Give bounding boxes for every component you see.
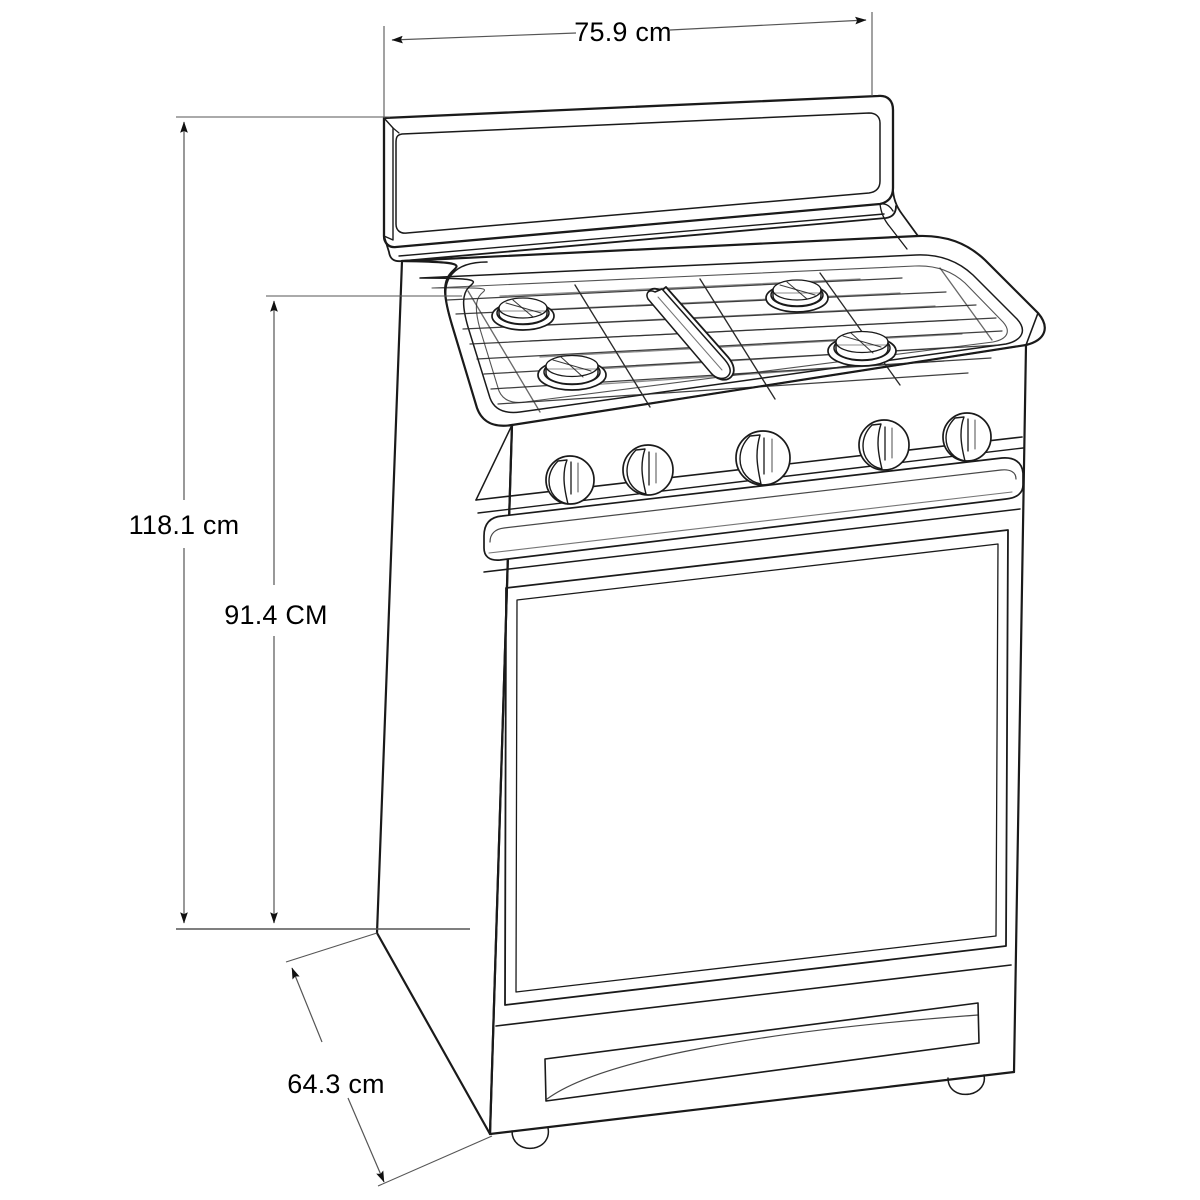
knob-3[interactable] [735, 430, 791, 486]
depth-dimension-label: 64.3 cm [287, 1069, 384, 1099]
oven-door[interactable] [483, 508, 1021, 1006]
width-dimension-line-left [391, 32, 577, 44]
burner-front-left [537, 354, 607, 391]
burner-front-right [827, 330, 897, 367]
burner-rear-right [765, 279, 829, 313]
overall-height-label: 118.1 cm [129, 510, 240, 540]
dimension-depth: 64.3 cm [285, 932, 493, 1187]
appliance-body [375, 94, 1046, 1150]
burner-grates [446, 277, 1003, 405]
depth-dimension-line-upper [291, 967, 323, 1043]
oven-door-handle[interactable] [483, 457, 1024, 561]
dimension-width: 75.9 cm [383, 12, 873, 118]
width-dimension-line-right [669, 16, 867, 31]
backsplash-panel [382, 94, 919, 263]
storage-drawer[interactable] [495, 964, 1012, 1102]
cabinet-body [375, 259, 1039, 1136]
depth-dimension-line-lower [347, 1097, 385, 1183]
knob-2[interactable] [622, 444, 674, 496]
depth-extension-lower [377, 1135, 493, 1187]
control-panel [475, 344, 1027, 514]
dimension-counter-height: 91.4 CM [224, 295, 462, 924]
knob-4[interactable] [858, 419, 910, 471]
grate-dividers [467, 267, 993, 413]
dimension-overall-height: 118.1 cm [129, 116, 470, 930]
depth-extension-upper [285, 932, 378, 963]
cooktop-surface [400, 234, 1046, 427]
leveling-feet [511, 1074, 986, 1150]
storage-drawer-handle[interactable] [544, 1002, 980, 1102]
knob-5[interactable] [942, 412, 992, 462]
burner-rear-left [491, 297, 555, 331]
center-oval-burner [646, 286, 735, 381]
counter-height-label: 91.4 CM [224, 600, 327, 630]
width-dimension-label: 75.9 cm [574, 17, 671, 47]
knob-1[interactable] [545, 455, 595, 505]
